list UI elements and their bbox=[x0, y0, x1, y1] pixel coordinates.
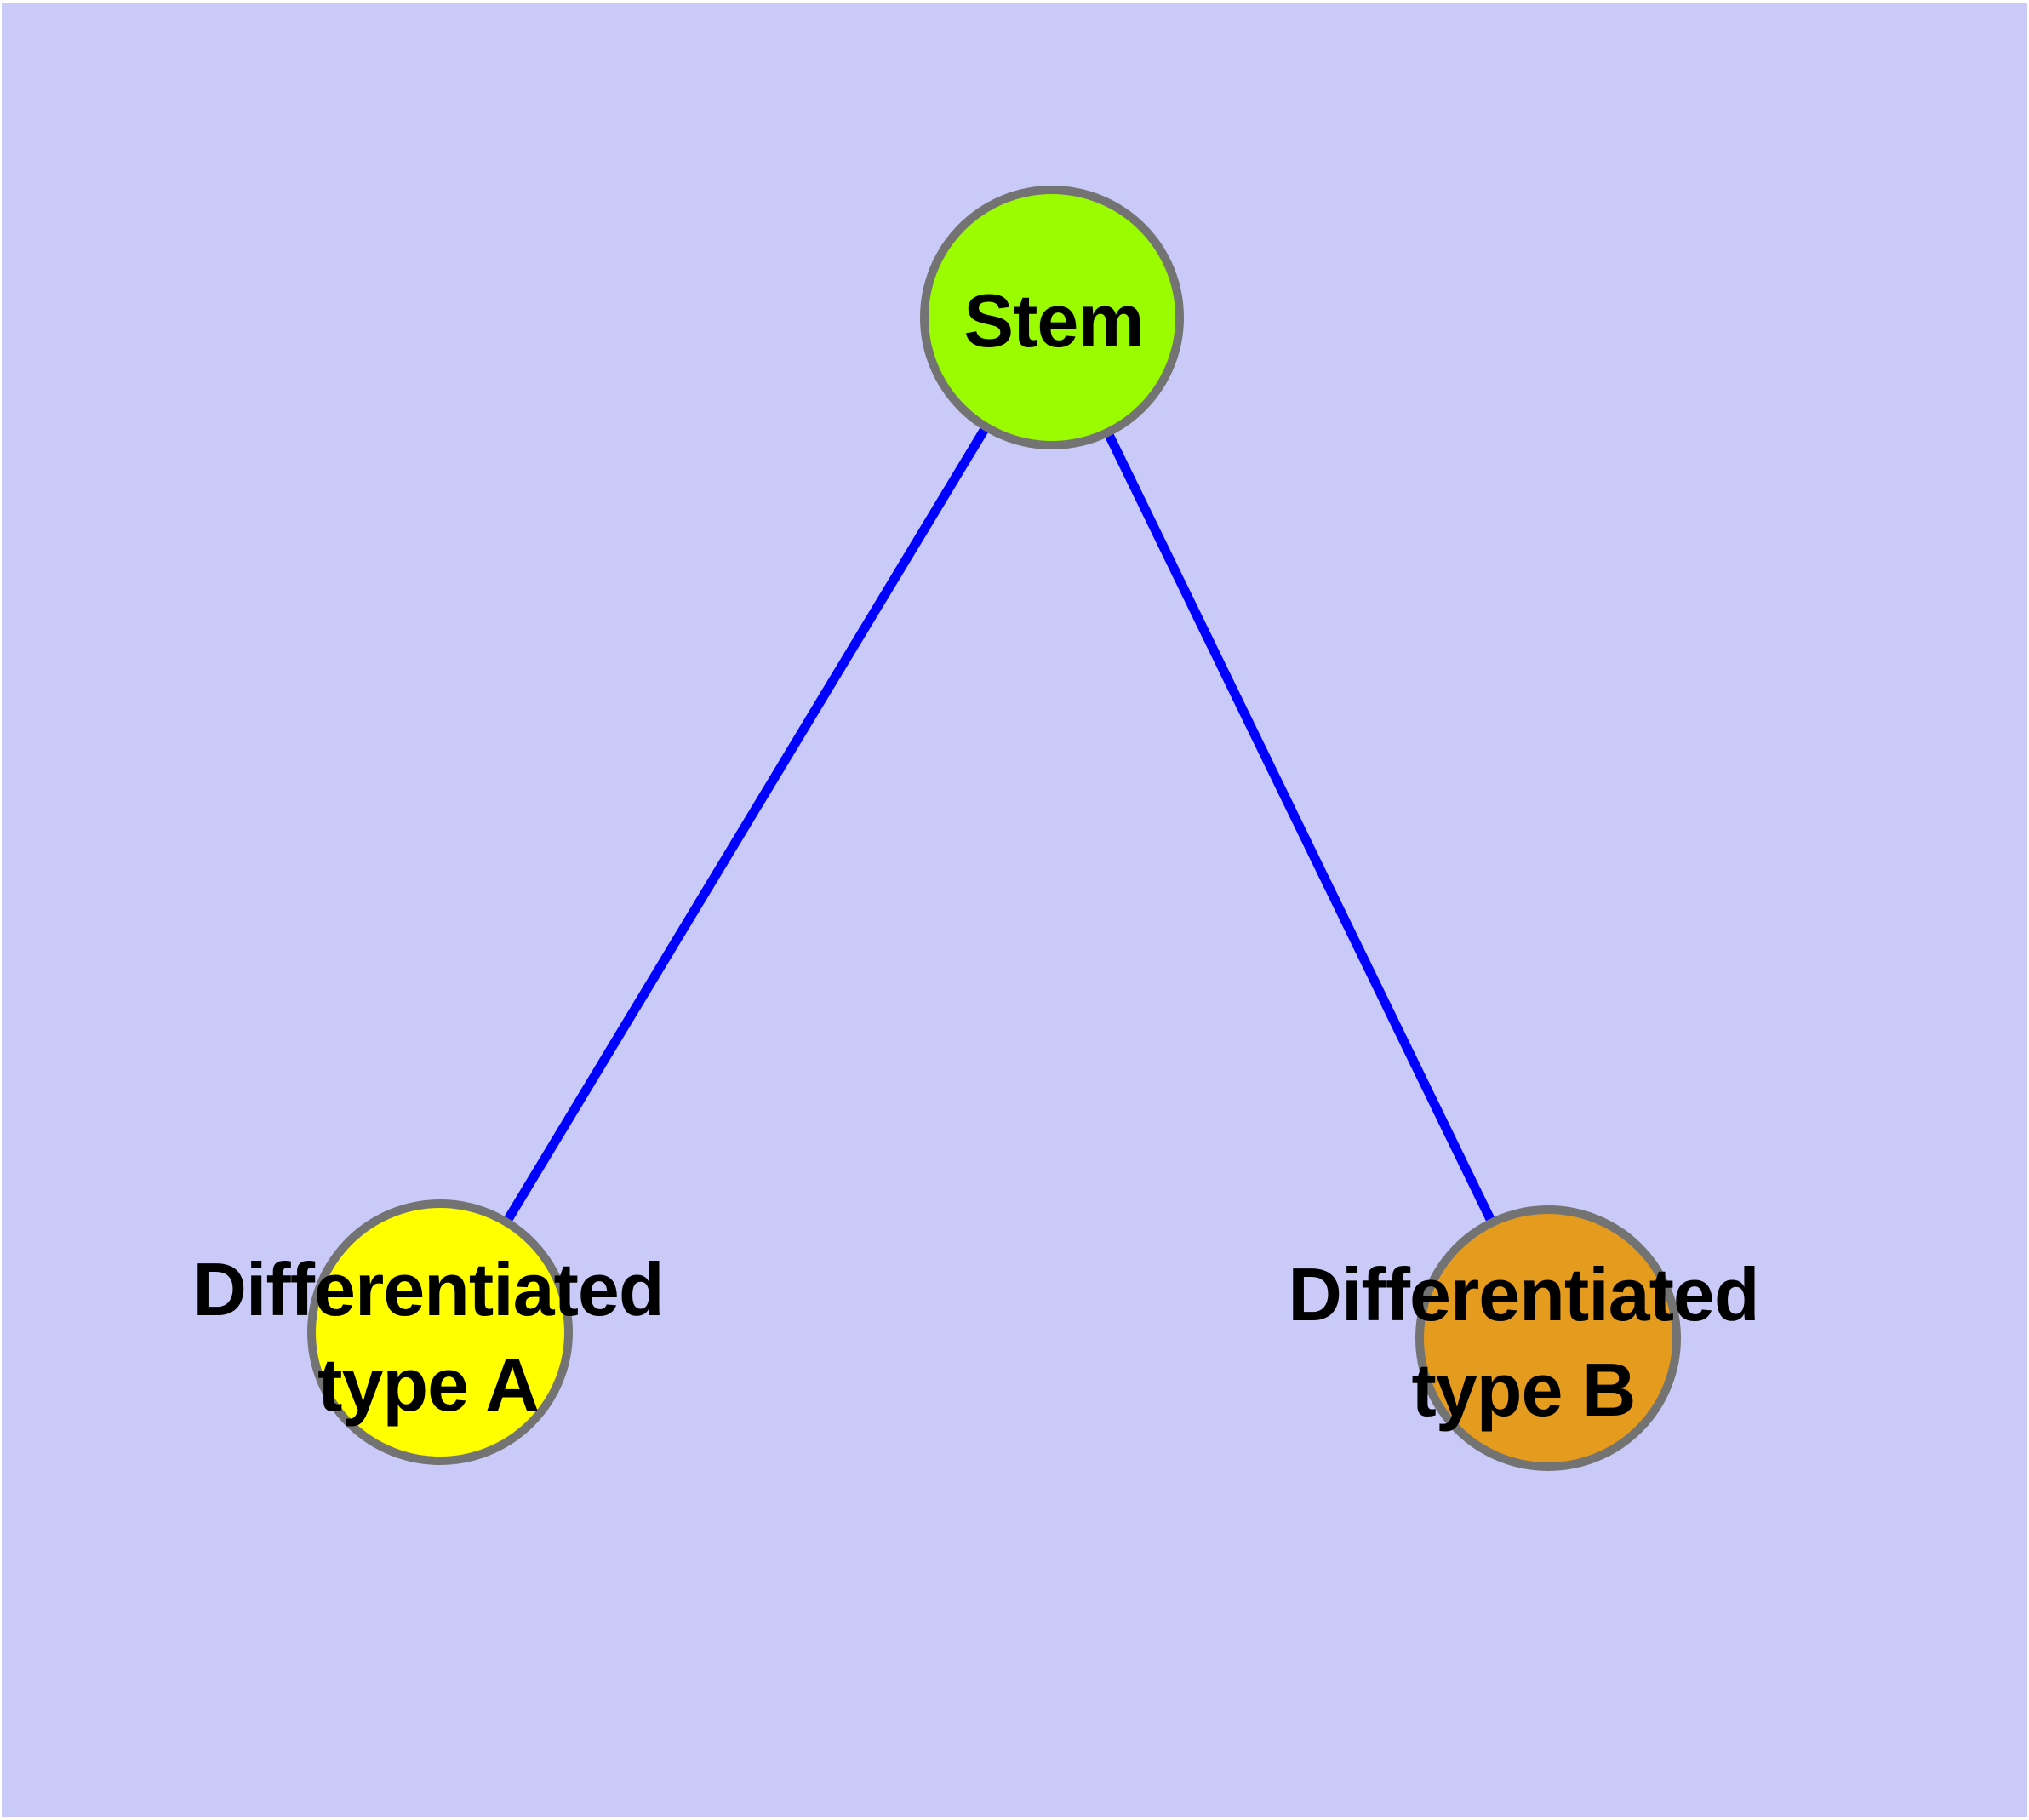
node-differentiated-type-a-label: Differentiated type A bbox=[192, 1242, 664, 1433]
node-differentiated-type-a-label-line2: type A bbox=[317, 1342, 540, 1427]
node-differentiated-type-a-label-line1: Differentiated bbox=[192, 1247, 664, 1331]
node-stem-label-line: Stem bbox=[963, 278, 1144, 363]
node-stem-circle bbox=[920, 186, 1184, 449]
node-differentiated-type-b-label-line2: type B bbox=[1411, 1348, 1637, 1432]
edge-stem-to-type-b bbox=[1048, 315, 1552, 1341]
node-differentiated-type-a-circle bbox=[307, 1199, 573, 1465]
node-differentiated-type-b-label: Differentiated type B bbox=[1288, 1247, 1759, 1438]
node-stem-label: Stem bbox=[963, 273, 1144, 369]
node-differentiated-type-b-circle bbox=[1415, 1205, 1681, 1471]
edge-stem-to-type-a bbox=[436, 315, 1056, 1335]
node-differentiated-type-b-label-line1: Differentiated bbox=[1288, 1252, 1759, 1336]
